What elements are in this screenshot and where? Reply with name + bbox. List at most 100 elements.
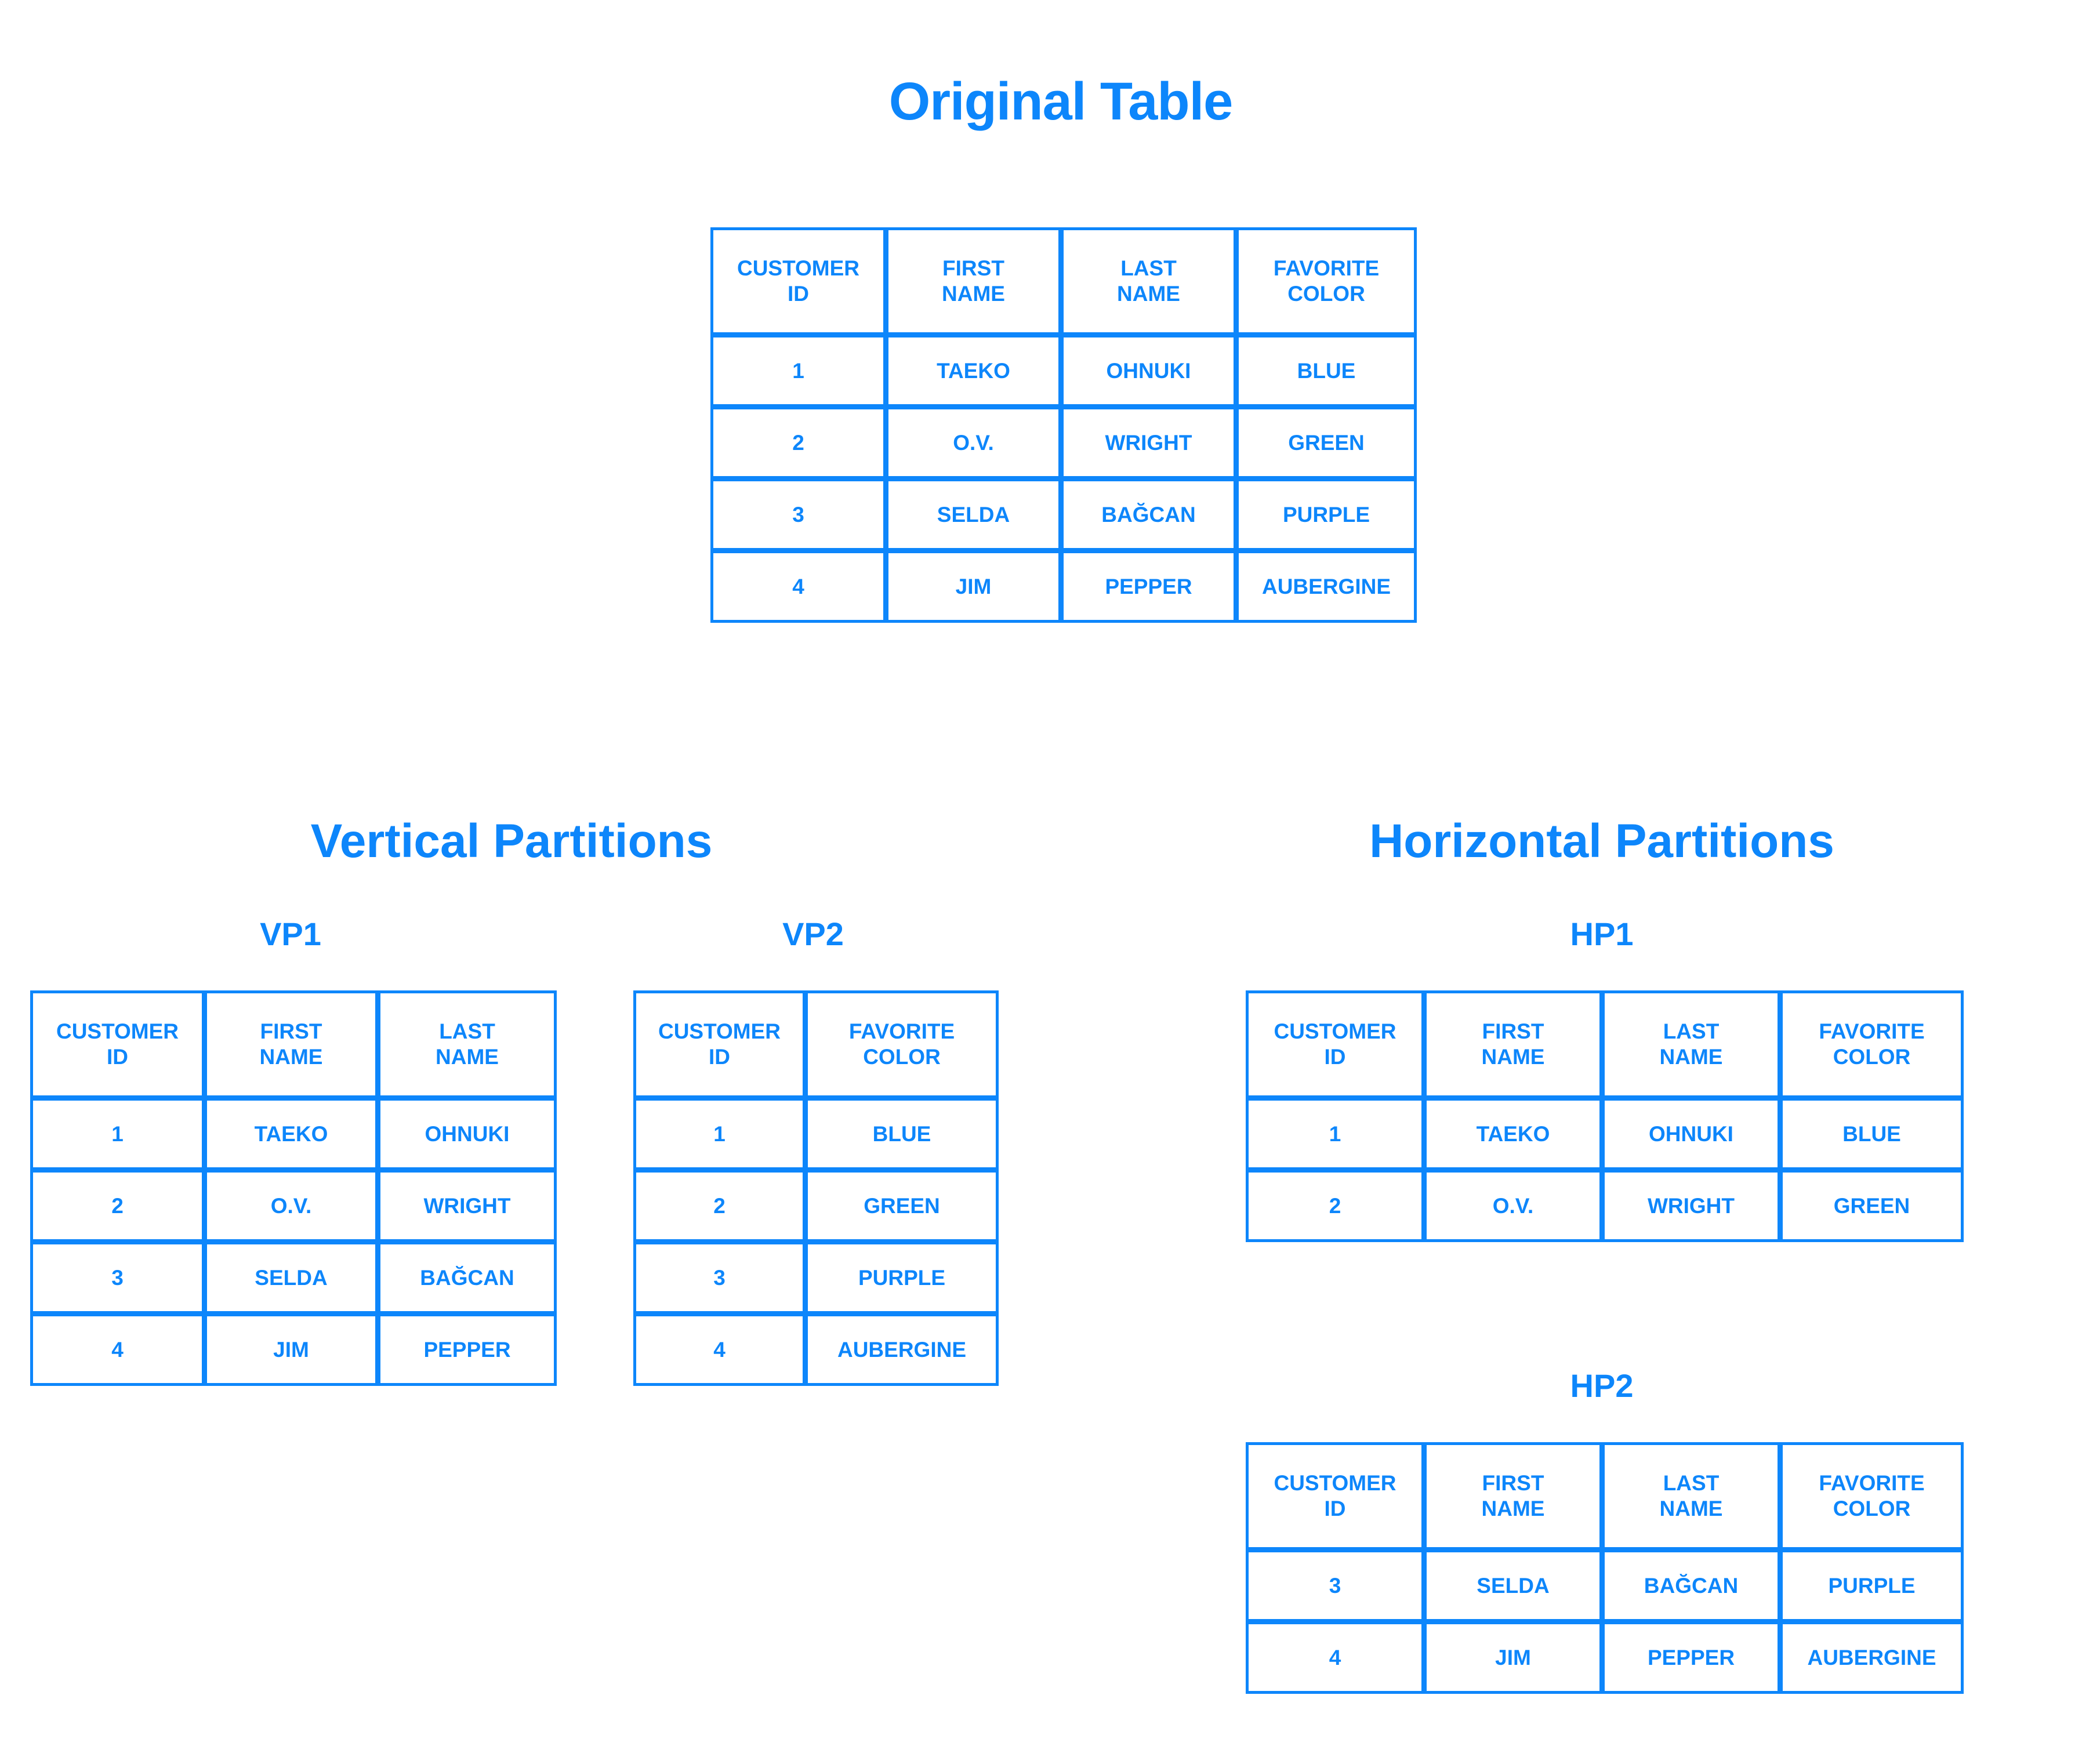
vp1-table: CUSTOMER ID FIRST NAME LAST NAME 1 TAEKO… xyxy=(30,990,557,1386)
cell-favorite-color: GREEN xyxy=(1239,409,1414,481)
cell-last-name: PEPPER xyxy=(380,1316,554,1383)
vp2-table-body: CUSTOMER ID FAVORITE COLOR 1 BLUE 2 GREE… xyxy=(636,993,996,1383)
table-header-row: CUSTOMER ID FIRST NAME LAST NAME xyxy=(33,993,554,1101)
original-table-body: CUSTOMER ID FIRST NAME LAST NAME FAVORIT… xyxy=(713,230,1414,620)
column-header-last-name: LAST NAME xyxy=(1605,1445,1783,1552)
table-row: 1 BLUE xyxy=(636,1101,996,1173)
column-header-customer-id: CUSTOMER ID xyxy=(1249,993,1427,1101)
table-row: 1 TAEKO OHNUKI BLUE xyxy=(1249,1101,1961,1173)
hp2-table: CUSTOMER ID FIRST NAME LAST NAME FAVORIT… xyxy=(1246,1442,1964,1694)
cell-favorite-color: GREEN xyxy=(1783,1173,1961,1239)
column-header-last-name: LAST NAME xyxy=(1064,230,1239,337)
hp1-table-body: CUSTOMER ID FIRST NAME LAST NAME FAVORIT… xyxy=(1249,993,1961,1239)
cell-first-name: TAEKO xyxy=(207,1101,380,1173)
vertical-partitions-title: Vertical Partitions xyxy=(310,815,713,868)
cell-last-name: BAĞCAN xyxy=(1605,1552,1783,1624)
cell-last-name: PEPPER xyxy=(1605,1624,1783,1691)
cell-customer-id: 2 xyxy=(713,409,888,481)
table-row: 2 O.V. WRIGHT GREEN xyxy=(713,409,1414,481)
column-header-favorite-color: FAVORITE COLOR xyxy=(1783,993,1961,1101)
cell-last-name: BAĞCAN xyxy=(380,1244,554,1316)
column-header-customer-id: CUSTOMER ID xyxy=(33,993,207,1101)
column-header-last-name: LAST NAME xyxy=(1605,993,1783,1101)
vp1-table-body: CUSTOMER ID FIRST NAME LAST NAME 1 TAEKO… xyxy=(33,993,554,1383)
cell-favorite-color: AUBERGINE xyxy=(808,1316,996,1383)
cell-customer-id: 4 xyxy=(33,1316,207,1383)
table-row: 1 TAEKO OHNUKI BLUE xyxy=(713,337,1414,409)
original-table-title: Original Table xyxy=(888,72,1234,131)
cell-customer-id: 1 xyxy=(713,337,888,409)
table-row: 2 O.V. WRIGHT GREEN xyxy=(1249,1173,1961,1239)
cell-first-name: JIM xyxy=(1427,1624,1605,1691)
cell-favorite-color: BLUE xyxy=(1239,337,1414,409)
cell-last-name: WRIGHT xyxy=(380,1173,554,1244)
cell-first-name: TAEKO xyxy=(1427,1101,1605,1173)
table-row: 1 TAEKO OHNUKI xyxy=(33,1101,554,1173)
cell-favorite-color: BLUE xyxy=(1783,1101,1961,1173)
table-row: 2 GREEN xyxy=(636,1173,996,1244)
table-row: 4 AUBERGINE xyxy=(636,1316,996,1383)
column-header-first-name: FIRST NAME xyxy=(1427,993,1605,1101)
hp1-table: CUSTOMER ID FIRST NAME LAST NAME FAVORIT… xyxy=(1246,990,1964,1242)
cell-last-name: OHNUKI xyxy=(380,1101,554,1173)
cell-customer-id: 4 xyxy=(1249,1624,1427,1691)
cell-customer-id: 2 xyxy=(33,1173,207,1244)
cell-first-name: SELDA xyxy=(207,1244,380,1316)
table-row: 4 JIM PEPPER AUBERGINE xyxy=(1249,1624,1961,1691)
cell-customer-id: 4 xyxy=(636,1316,808,1383)
column-header-customer-id: CUSTOMER ID xyxy=(1249,1445,1427,1552)
cell-favorite-color: PURPLE xyxy=(1239,481,1414,553)
table-header-row: CUSTOMER ID FIRST NAME LAST NAME FAVORIT… xyxy=(1249,993,1961,1101)
cell-customer-id: 2 xyxy=(1249,1173,1427,1239)
column-header-favorite-color: FAVORITE COLOR xyxy=(1239,230,1414,337)
cell-first-name: JIM xyxy=(207,1316,380,1383)
cell-last-name: WRIGHT xyxy=(1064,409,1239,481)
original-table: CUSTOMER ID FIRST NAME LAST NAME FAVORIT… xyxy=(710,227,1417,623)
column-header-favorite-color: FAVORITE COLOR xyxy=(808,993,996,1101)
cell-last-name: PEPPER xyxy=(1064,553,1239,620)
table-row: 3 SELDA BAĞCAN PURPLE xyxy=(713,481,1414,553)
cell-first-name: O.V. xyxy=(207,1173,380,1244)
cell-last-name: OHNUKI xyxy=(1605,1101,1783,1173)
cell-last-name: WRIGHT xyxy=(1605,1173,1783,1239)
table-row: 4 JIM PEPPER xyxy=(33,1316,554,1383)
cell-first-name: SELDA xyxy=(1427,1552,1605,1624)
horizontal-partitions-title: Horizontal Partitions xyxy=(1369,815,1834,868)
cell-customer-id: 1 xyxy=(33,1101,207,1173)
cell-last-name: OHNUKI xyxy=(1064,337,1239,409)
hp2-table-body: CUSTOMER ID FIRST NAME LAST NAME FAVORIT… xyxy=(1249,1445,1961,1691)
column-header-customer-id: CUSTOMER ID xyxy=(636,993,808,1101)
column-header-first-name: FIRST NAME xyxy=(888,230,1064,337)
cell-customer-id: 3 xyxy=(1249,1552,1427,1624)
table-header-row: CUSTOMER ID FIRST NAME LAST NAME FAVORIT… xyxy=(1249,1445,1961,1552)
cell-first-name: JIM xyxy=(888,553,1064,620)
hp1-label: HP1 xyxy=(1570,916,1634,952)
cell-customer-id: 2 xyxy=(636,1173,808,1244)
vp2-table: CUSTOMER ID FAVORITE COLOR 1 BLUE 2 GREE… xyxy=(633,990,999,1386)
table-row: 3 SELDA BAĞCAN xyxy=(33,1244,554,1316)
cell-customer-id: 1 xyxy=(636,1101,808,1173)
column-header-first-name: FIRST NAME xyxy=(1427,1445,1605,1552)
cell-favorite-color: AUBERGINE xyxy=(1239,553,1414,620)
hp2-label: HP2 xyxy=(1570,1367,1634,1404)
cell-favorite-color: GREEN xyxy=(808,1173,996,1244)
vp1-label: VP1 xyxy=(260,916,321,952)
table-header-row: CUSTOMER ID FAVORITE COLOR xyxy=(636,993,996,1101)
table-header-row: CUSTOMER ID FIRST NAME LAST NAME FAVORIT… xyxy=(713,230,1414,337)
cell-first-name: O.V. xyxy=(1427,1173,1605,1239)
cell-favorite-color: AUBERGINE xyxy=(1783,1624,1961,1691)
column-header-last-name: LAST NAME xyxy=(380,993,554,1101)
cell-customer-id: 4 xyxy=(713,553,888,620)
cell-favorite-color: PURPLE xyxy=(808,1244,996,1316)
cell-favorite-color: BLUE xyxy=(808,1101,996,1173)
table-row: 2 O.V. WRIGHT xyxy=(33,1173,554,1244)
cell-customer-id: 3 xyxy=(713,481,888,553)
cell-first-name: SELDA xyxy=(888,481,1064,553)
cell-customer-id: 3 xyxy=(33,1244,207,1316)
cell-favorite-color: PURPLE xyxy=(1783,1552,1961,1624)
column-header-favorite-color: FAVORITE COLOR xyxy=(1783,1445,1961,1552)
column-header-first-name: FIRST NAME xyxy=(207,993,380,1101)
vp2-label: VP2 xyxy=(782,916,844,952)
cell-first-name: TAEKO xyxy=(888,337,1064,409)
